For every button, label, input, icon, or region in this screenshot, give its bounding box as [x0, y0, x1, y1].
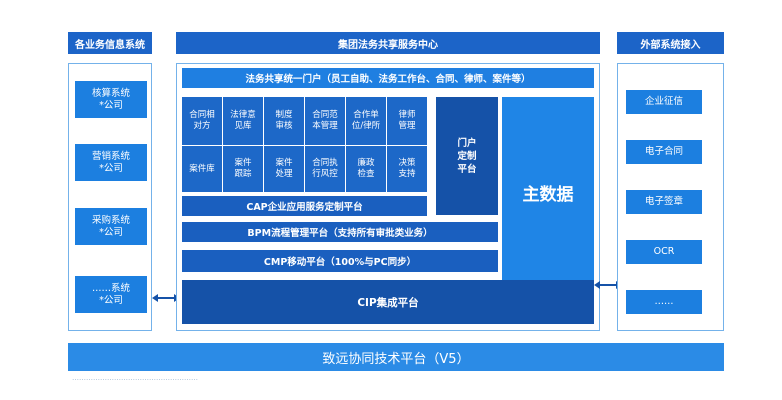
cmp-platform-bar: CMP移动平台（100%与PC同步） — [182, 250, 498, 272]
module-cell: 廉政 检查 — [346, 146, 386, 192]
bottom-platform-bar: 致远协同技术平台（V5） — [68, 343, 724, 371]
portal-custom-platform: 门户 定制 平台 — [436, 97, 498, 215]
left-system-box: 营销系统 *公司 — [75, 144, 147, 181]
external-system-box: …… — [626, 290, 702, 314]
external-system-box: 企业征信 — [626, 90, 702, 114]
cip-platform-bar: CIP集成平台 — [182, 280, 594, 324]
header-legal-center: 集团法务共享服务中心 — [176, 32, 600, 54]
bpm-platform-bar: BPM流程管理平台（支持所有审批类业务） — [182, 222, 498, 242]
module-cell: 合同相 对方 — [182, 97, 222, 145]
module-cell: 合同范 本管理 — [305, 97, 345, 145]
external-system-box: 电子签章 — [626, 190, 702, 214]
footnote: ……………………………………………… — [72, 374, 198, 382]
external-system-box: OCR — [626, 240, 702, 264]
module-cell: 案件 跟踪 — [223, 146, 263, 192]
module-cell: 案件库 — [182, 146, 222, 192]
left-system-box: 核算系统 *公司 — [75, 81, 147, 118]
module-cell: 制度 审核 — [264, 97, 304, 145]
module-cell: 案件 处理 — [264, 146, 304, 192]
left-system-box: ……系统 *公司 — [75, 276, 147, 313]
header-business-systems: 各业务信息系统 — [68, 32, 152, 54]
module-cell: 律师 管理 — [387, 97, 427, 145]
left-system-box: 采购系统 *公司 — [75, 208, 147, 245]
cap-platform-bar: CAP企业应用服务定制平台 — [182, 196, 427, 216]
external-system-box: 电子合同 — [626, 140, 702, 164]
module-cell: 决策 支持 — [387, 146, 427, 192]
header-external-systems: 外部系统接入 — [617, 32, 724, 54]
module-cell: 合作单 位/律所 — [346, 97, 386, 145]
master-data-block: 主数据 — [502, 97, 594, 287]
unified-portal-bar: 法务共享统一门户（员工自助、法务工作台、合同、律师、案件等） — [182, 68, 594, 88]
module-cell: 合同执 行风控 — [305, 146, 345, 192]
module-cell: 法律意 见库 — [223, 97, 263, 145]
